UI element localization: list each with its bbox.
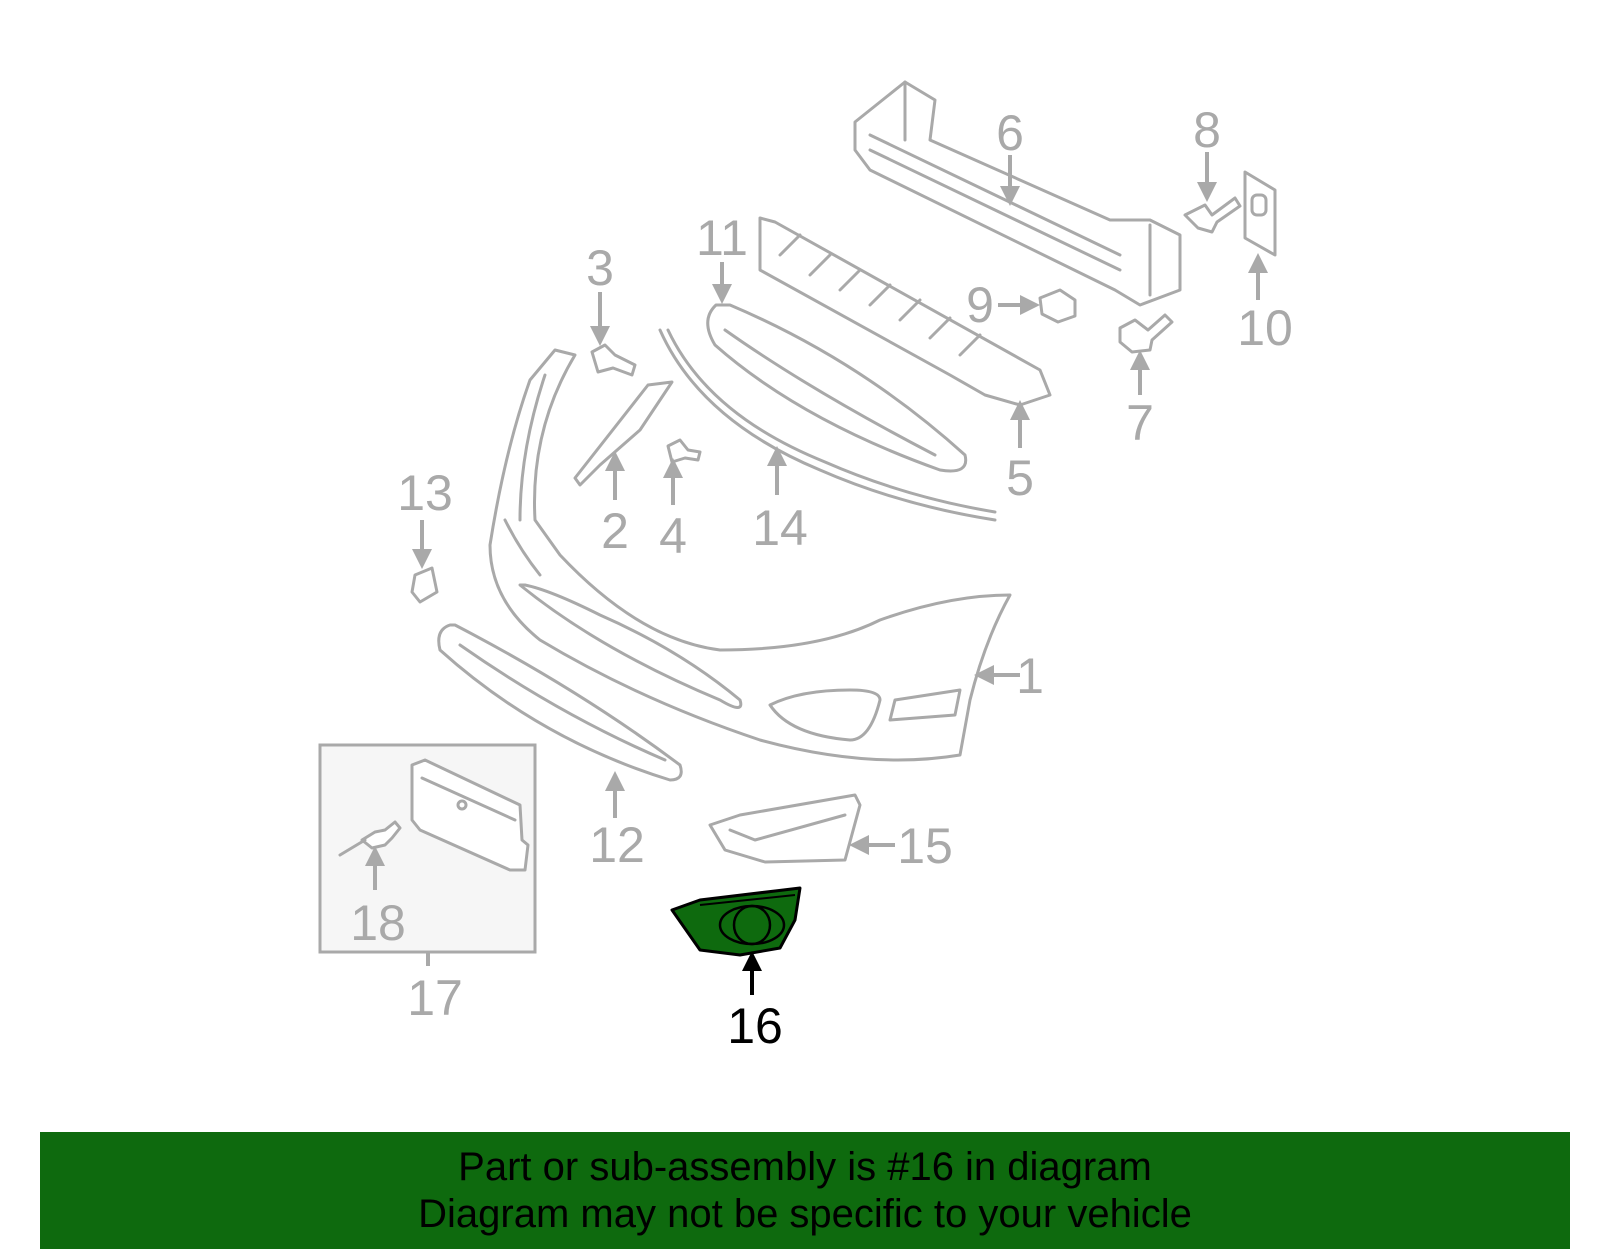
part-13-clip[interactable] — [410, 566, 439, 604]
label-4: 4 — [659, 508, 687, 564]
part-10-plate[interactable] — [1243, 170, 1277, 257]
part-9-nut[interactable] — [1038, 288, 1077, 324]
label-15: 15 — [897, 818, 953, 874]
part-12-lower-molding[interactable] — [437, 623, 683, 782]
label-3: 3 — [586, 240, 614, 296]
part-14-molding[interactable] — [658, 328, 997, 522]
label-18: 18 — [350, 895, 406, 951]
part-16-fog-lamp-cover[interactable] — [670, 886, 802, 957]
label-17: 17 — [407, 970, 463, 1026]
part-2-bracket[interactable] — [573, 380, 674, 487]
label-12: 12 — [589, 817, 645, 873]
label-8: 8 — [1193, 102, 1221, 158]
label-7: 7 — [1126, 395, 1154, 451]
banner-line-2: Diagram may not be specific to your vehi… — [418, 1192, 1192, 1236]
part-7-bolt[interactable] — [1118, 313, 1174, 354]
label-1: 1 — [1016, 648, 1044, 704]
label-16: 16 — [727, 998, 783, 1054]
part-1-bumper-cover[interactable] — [488, 348, 1012, 762]
label-9: 9 — [966, 277, 994, 333]
label-11: 11 — [696, 210, 748, 266]
part-3-bolt[interactable] — [590, 343, 637, 377]
banner-line-1: Part or sub-assembly is #16 in diagram — [458, 1145, 1152, 1189]
label-13: 13 — [397, 465, 453, 521]
label-2: 2 — [601, 503, 629, 559]
part-labels: 6 8 10 9 7 11 5 3 2 4 14 13 1 12 15 18 1… — [350, 102, 1293, 1054]
info-banner: Part or sub-assembly is #16 in diagram D… — [40, 1132, 1570, 1249]
part-15-bezel[interactable] — [708, 793, 862, 864]
leader-lines — [365, 152, 1268, 995]
part-8-stud[interactable] — [1183, 196, 1242, 234]
part-4-pin[interactable] — [666, 438, 702, 464]
label-10: 10 — [1237, 300, 1293, 356]
label-6: 6 — [996, 105, 1024, 161]
part-17-license-group-box[interactable] — [318, 743, 537, 954]
label-14: 14 — [752, 500, 808, 556]
part-5-grille[interactable] — [706, 303, 968, 473]
label-5: 5 — [1006, 450, 1034, 506]
